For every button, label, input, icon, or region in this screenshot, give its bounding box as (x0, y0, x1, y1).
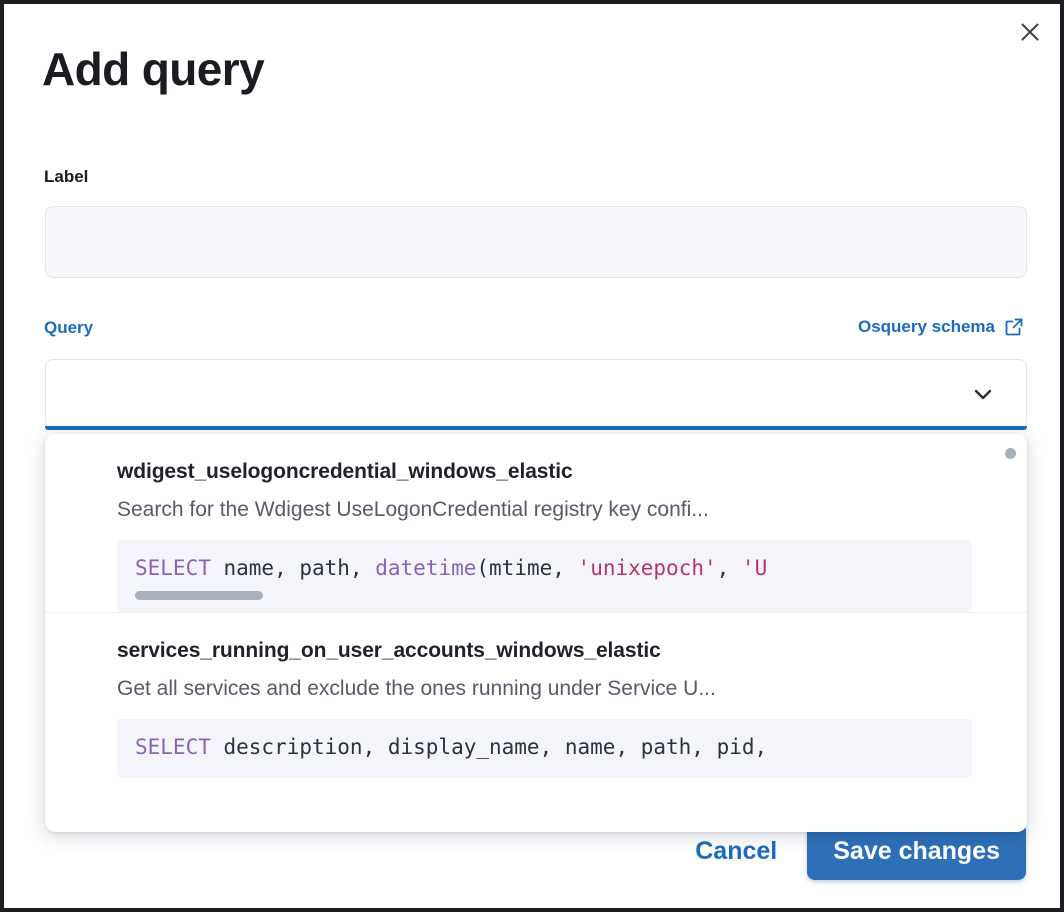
sql-token-function: datetime (375, 556, 477, 580)
dropdown-option-title: wdigest_uselogoncredential_windows_elast… (117, 460, 573, 483)
modal-footer: Cancel Save changes (687, 823, 1026, 880)
label-field-label: Label (44, 167, 89, 186)
query-field-label: Query (44, 318, 94, 337)
sql-token-plain: , (716, 556, 742, 580)
dropdown-option-list: wdigest_uselogoncredential_windows_elast… (45, 434, 1027, 778)
external-link-icon (1004, 317, 1024, 337)
code-scrollbar-track[interactable] (117, 582, 972, 612)
code-scrollbar-thumb[interactable] (135, 591, 263, 601)
label-input[interactable] (45, 206, 1027, 278)
code-block-padding (117, 762, 972, 778)
close-button[interactable] (1010, 12, 1050, 52)
sql-token-string: 'U (741, 556, 768, 580)
sql-token-plain: (mtime, (476, 556, 578, 580)
dropdown-option-code-block: SELECT name, path, datetime(mtime, 'unix… (117, 540, 972, 613)
sql-token-string: 'unixepoch' (577, 556, 717, 580)
sql-code-line: SELECT name, path, datetime(mtime, 'unix… (117, 554, 972, 582)
sql-code-line: SELECT description, display_name, name, … (117, 733, 972, 761)
query-combobox[interactable]: Search for a query to run, or write a ne… (45, 359, 1027, 768)
sql-token-keyword: SELECT (135, 556, 211, 580)
sql-token-plain: name, path, (210, 556, 376, 580)
cancel-button[interactable]: Cancel (687, 827, 785, 876)
dropdown-option-description: Search for the Wdigest UseLogonCredentia… (117, 498, 709, 521)
chevron-down-icon[interactable] (968, 379, 998, 409)
save-changes-button[interactable]: Save changes (807, 823, 1026, 880)
sql-token-keyword: SELECT (135, 735, 211, 760)
osquery-schema-link[interactable]: Osquery schema (858, 317, 1024, 337)
add-query-modal: Add query Label Query Osquery schema Sea… (4, 4, 1060, 908)
dropdown-option[interactable]: wdigest_uselogoncredential_windows_elast… (45, 434, 1027, 613)
osquery-schema-link-label: Osquery schema (857, 317, 995, 336)
sql-token-plain: description, display_name, name, path, p… (210, 735, 768, 760)
dropdown-option-description: Get all services and exclude the ones ru… (117, 677, 716, 701)
dropdown-option-code-block: SELECT description, display_name, name, … (117, 719, 972, 778)
dropdown-scrollbar[interactable] (1005, 448, 1016, 459)
query-suggestions-dropdown: wdigest_uselogoncredential_windows_elast… (45, 434, 1027, 832)
dropdown-option[interactable]: services_running_on_user_accounts_window… (45, 612, 1027, 778)
close-icon (1019, 21, 1041, 43)
combobox-focus-underline (45, 426, 1027, 430)
dropdown-option-title: services_running_on_user_accounts_window… (117, 639, 661, 663)
page-title: Add query (42, 43, 265, 95)
